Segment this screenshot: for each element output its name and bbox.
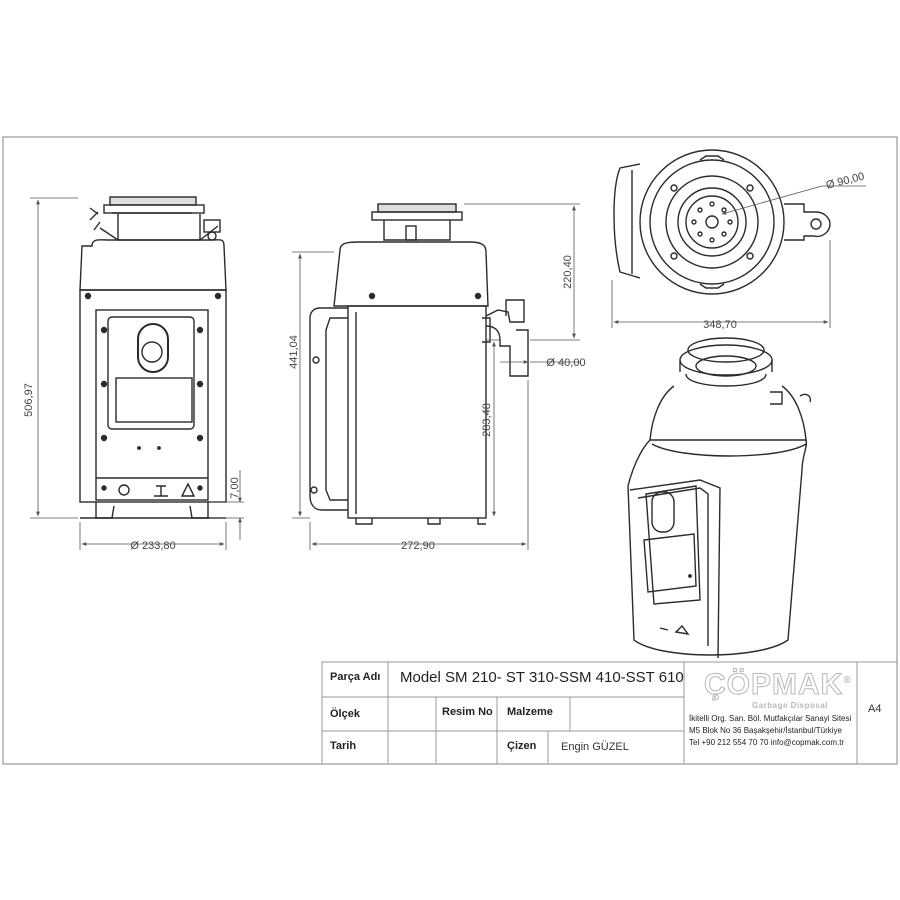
- dim-side-height: 441,04: [288, 335, 300, 369]
- front-view: [79, 196, 227, 519]
- material-label: Malzeme: [507, 706, 553, 718]
- company-logo-subtitle: Garbage Disposal: [752, 701, 829, 710]
- company-contact-line: Tel +90 212 554 70 70 info@copmak.com.tr: [689, 738, 845, 747]
- drawing-no-label: Resim No: [442, 706, 493, 718]
- top-view: [613, 149, 831, 295]
- title-block-grid: [321, 661, 898, 765]
- sheet-size: A4: [868, 703, 882, 715]
- part-name-value: Model SM 210- ST 310-SSM 410-SST 610: [400, 669, 684, 686]
- dim-top-width: 348,70: [703, 319, 737, 331]
- side-view-dimensions: [292, 203, 580, 550]
- top-view-dimensions: [611, 185, 866, 328]
- company-logo-text: ÇÖPMAK: [703, 668, 844, 702]
- part-name-label: Parça Adı: [330, 671, 381, 683]
- dim-body-diameter: Ø 233,80: [130, 540, 175, 552]
- dim-overall-height: 506,97: [23, 383, 35, 417]
- isometric-view: [627, 337, 812, 659]
- drawn-by-label: Çizen: [507, 740, 537, 752]
- company-logo: ÇÖPMAK®: [703, 668, 852, 702]
- drawn-by-value: Engin GÜZEL: [561, 741, 629, 753]
- dim-top-height: 220,40: [562, 255, 574, 289]
- registered-mark: ®: [843, 675, 852, 686]
- dim-inlet-diameter: Ø 90,00: [825, 171, 866, 192]
- side-view: [309, 203, 529, 525]
- front-view-dimensions: [30, 197, 244, 550]
- company-address-line1: İkitelli Org. San. Böl. Mutfakçılar Sana…: [689, 714, 852, 723]
- date-label: Tarih: [330, 740, 357, 752]
- scale-label: Ölçek: [330, 708, 360, 720]
- company-address-line2: M5 Blok No 36 Başakşehir/İstanbul/Türkiy…: [689, 726, 842, 735]
- dim-side-width: 272,90: [401, 540, 435, 552]
- dim-outlet-height: 283,48: [481, 403, 493, 437]
- dim-base-offset: 7,00: [229, 477, 241, 498]
- dim-outlet-diameter: Ø 40,00: [546, 357, 585, 369]
